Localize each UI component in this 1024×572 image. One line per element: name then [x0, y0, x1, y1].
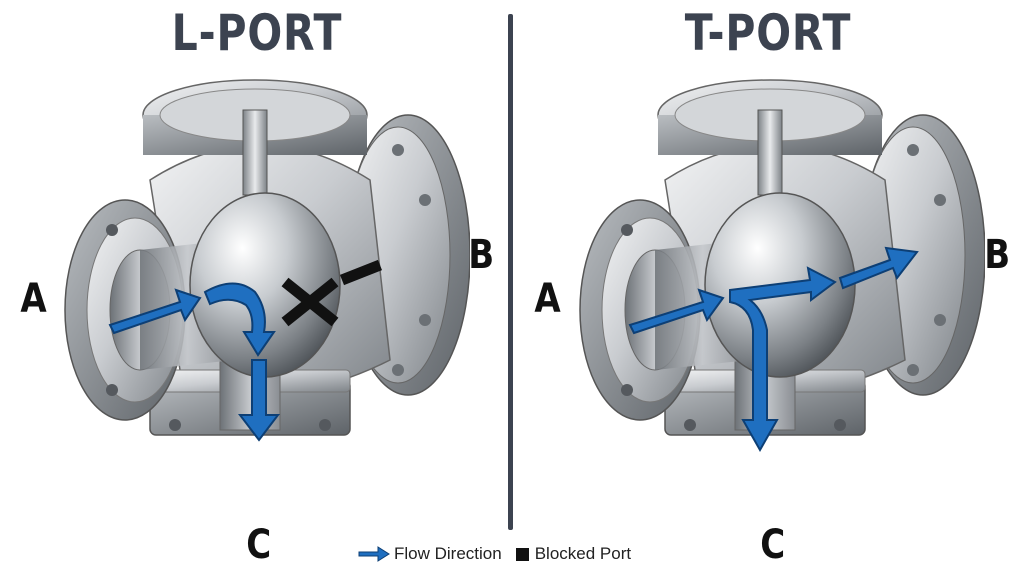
- l-port-label-b: B: [468, 232, 495, 278]
- valve-stem: [757, 109, 783, 196]
- blocked-port-x: [281, 259, 383, 327]
- l-port-label-a: A: [20, 276, 47, 322]
- t-port-label-a: A: [534, 276, 561, 322]
- panel-divider: [508, 14, 513, 530]
- a-flange: [64, 199, 235, 421]
- legend-flow-item: Flow Direction: [358, 544, 502, 564]
- l-port-label-c: C: [246, 522, 272, 568]
- legend-blocked-item: Blocked Port: [515, 544, 632, 564]
- flow-arrow-icon: [358, 546, 390, 562]
- blocked-square-icon: [515, 547, 529, 561]
- l-port-valve-illustration: [64, 79, 470, 442]
- legend-blocked-label: Blocked Port: [534, 544, 632, 563]
- valve-stem: [242, 109, 268, 196]
- legend: Flow Direction Blocked Port: [358, 540, 645, 568]
- t-port-valve-illustration: [579, 79, 985, 453]
- valve-ball: [189, 192, 341, 378]
- t-port-label-c: C: [760, 522, 786, 568]
- t-port-label-b: B: [984, 232, 1011, 278]
- flow-arrow-t-split: [628, 246, 919, 453]
- flow-arrow-a-to-c: [108, 282, 281, 442]
- legend-flow-label: Flow Direction: [394, 544, 502, 563]
- t-port-title: T-PORT: [684, 4, 852, 62]
- l-port-title: L-PORT: [171, 4, 343, 62]
